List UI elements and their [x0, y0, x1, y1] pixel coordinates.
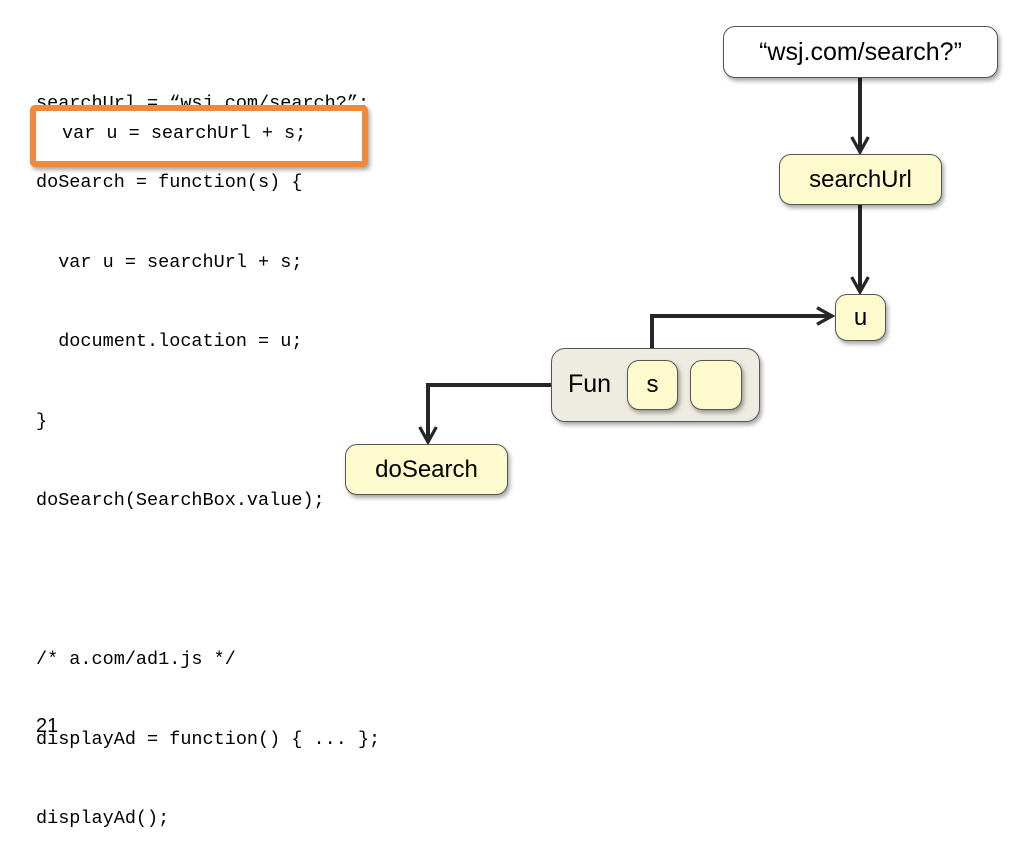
code-line: displayAd = function() { ... }; — [36, 728, 381, 750]
highlighted-statement-text: var u = searchUrl + s; — [62, 123, 307, 144]
closure-param-slot: s — [627, 360, 678, 410]
string-value-node: “wsj.com/search?” — [723, 26, 998, 78]
slide-number: 21 — [36, 715, 59, 737]
code-listing: searchUrl = “wsj.com/search?”; doSearch … — [36, 64, 380, 859]
code-line: displayAd(); — [36, 808, 170, 829]
code-line: } — [36, 410, 48, 432]
u-variable-node: u — [835, 294, 886, 341]
closure-label: Fun — [568, 370, 612, 398]
dosearch-variable-node: doSearch — [345, 444, 508, 495]
code-line: doSearch(SearchBox.value); — [36, 490, 325, 511]
arrow-param-to-u — [650, 316, 832, 362]
arrow-closure-to-dosearch — [428, 383, 551, 442]
diagram-arrows — [0, 78, 1024, 768]
code-line: doSearch = function(s) { — [36, 172, 303, 193]
code-line: document.location = u; — [36, 331, 303, 352]
searchurl-variable-node: searchUrl — [779, 154, 942, 205]
code-line: var u = searchUrl + s; — [36, 251, 303, 273]
highlighted-statement-box: var u = searchUrl + s; — [30, 105, 368, 167]
closure-env-slot — [690, 360, 742, 410]
code-line: /* a.com/ad1.js */ — [36, 649, 236, 670]
